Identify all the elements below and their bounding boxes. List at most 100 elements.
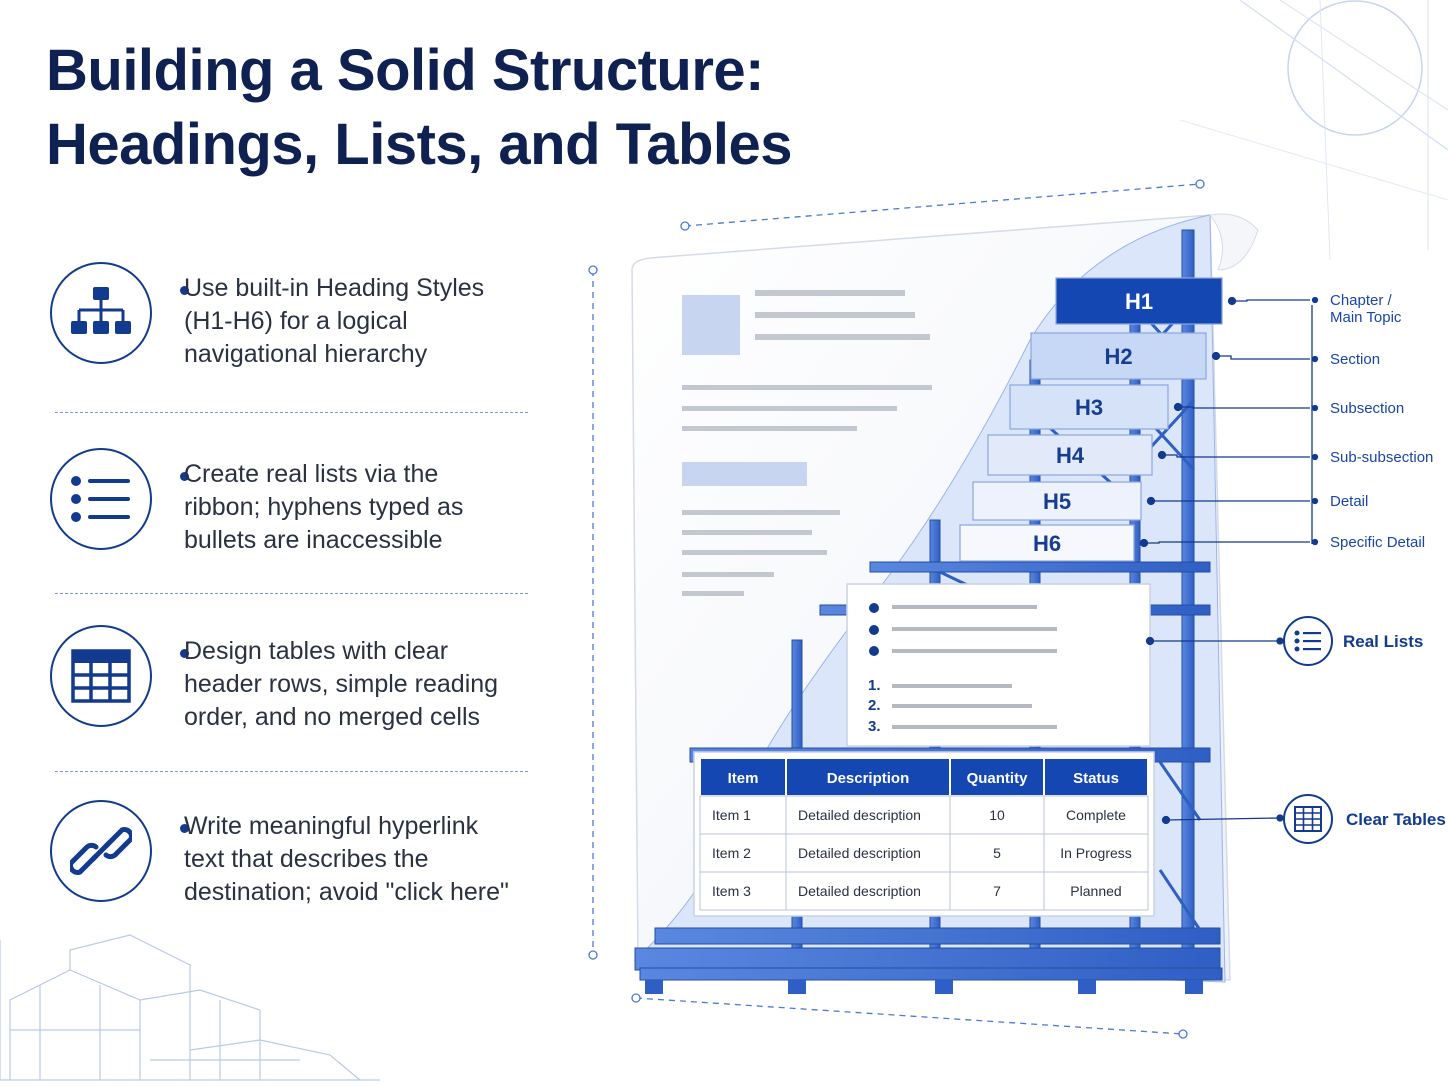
connector-dot bbox=[1311, 538, 1319, 546]
connector-dot bbox=[1311, 355, 1319, 363]
point-lists: Create real lists via the ribbon; hyphen… bbox=[50, 448, 540, 558]
heading-connector bbox=[1216, 355, 1310, 360]
divider bbox=[55, 771, 528, 772]
connector-dot bbox=[1146, 496, 1156, 506]
heading-tag: H4 bbox=[1056, 443, 1085, 468]
point-line: ribbon; hyphens typed as bbox=[184, 493, 464, 521]
bullet-dot bbox=[180, 472, 189, 481]
list-icon bbox=[1283, 616, 1333, 666]
table-cell-text: Detailed description bbox=[798, 883, 921, 899]
table-cell bbox=[699, 871, 787, 911]
table-cell-text: 10 bbox=[989, 807, 1005, 823]
heading-tag: H1 bbox=[1125, 289, 1153, 314]
page-curl bbox=[1209, 213, 1259, 271]
table-icon bbox=[1283, 794, 1333, 844]
heading-box-h2 bbox=[1030, 332, 1207, 380]
callout-connectors bbox=[1145, 636, 1284, 825]
label-line: Chapter / bbox=[1330, 292, 1392, 309]
table-header-text: Status bbox=[1073, 770, 1119, 787]
table-cell-text: Item 1 bbox=[712, 807, 751, 823]
point-text: Use built-in Heading Styles (H1-H6) for … bbox=[184, 272, 544, 371]
blueprint-building-decoration bbox=[0, 934, 380, 1081]
table-cell bbox=[1043, 871, 1149, 911]
connector-dot bbox=[1157, 450, 1167, 460]
placeholder-content bbox=[682, 290, 932, 596]
heading-label-h2: Section bbox=[1330, 351, 1381, 368]
connector-dot bbox=[1311, 453, 1319, 461]
connector-dot bbox=[1211, 351, 1221, 361]
connector-dot bbox=[1311, 296, 1319, 304]
table-cell-text: 5 bbox=[993, 845, 1001, 861]
heading-label-h4: Sub-subsection bbox=[1330, 449, 1434, 466]
table-header-text: Description bbox=[827, 770, 910, 787]
table-cell bbox=[785, 795, 951, 835]
heading-box-h1 bbox=[1055, 277, 1223, 325]
table-cell-text: Item 2 bbox=[712, 845, 751, 861]
point-text: Design tables with clear header rows, si… bbox=[184, 635, 544, 734]
table-cell bbox=[1043, 795, 1149, 835]
connector-dot bbox=[1311, 404, 1319, 412]
page-title: Building a Solid Structure: Headings, Li… bbox=[46, 34, 793, 182]
table-header-text: Quantity bbox=[967, 770, 1028, 787]
heading-connector bbox=[1178, 406, 1310, 409]
table-cell-text: In Progress bbox=[1060, 845, 1132, 861]
hierarchy-icon bbox=[50, 262, 152, 364]
title-line-1: Building a Solid Structure: bbox=[46, 38, 764, 103]
list-panel: 1. 2. 3. bbox=[846, 583, 1151, 747]
heading-tag: H6 bbox=[1033, 531, 1061, 556]
real-lists-label: Real Lists bbox=[1343, 632, 1424, 651]
clear-tables-label: Clear Tables bbox=[1346, 810, 1446, 829]
table-cell bbox=[949, 795, 1045, 835]
table-header-text: Item bbox=[728, 770, 759, 787]
list-number: 3. bbox=[868, 718, 881, 735]
point-line: Create real lists via the bbox=[184, 460, 439, 488]
table-cell bbox=[785, 871, 951, 911]
table-cell-text: Detailed description bbox=[798, 807, 921, 823]
list-icon bbox=[50, 448, 152, 550]
point-line: order, and no merged cells bbox=[184, 703, 481, 731]
point-text: Create real lists via the ribbon; hyphen… bbox=[184, 458, 544, 557]
heading-tag: H5 bbox=[1043, 489, 1071, 514]
connector-dot bbox=[1139, 538, 1149, 548]
bullet-dot bbox=[180, 824, 189, 833]
label-line: Main Topic bbox=[1330, 309, 1402, 326]
connector-dot bbox=[1311, 497, 1319, 505]
table-cell bbox=[949, 833, 1045, 873]
heading-label-h5: Detail bbox=[1330, 493, 1369, 510]
point-tables: Design tables with clear header rows, si… bbox=[50, 625, 540, 735]
point-line: navigational hierarchy bbox=[184, 340, 428, 368]
point-hyperlinks: Write meaningful hyperlink text that des… bbox=[50, 800, 540, 910]
point-text: Write meaningful hyperlink text that des… bbox=[184, 810, 544, 909]
table-icon bbox=[50, 625, 152, 727]
divider bbox=[55, 593, 528, 594]
table-cell bbox=[1043, 833, 1149, 873]
heading-box-h6 bbox=[959, 524, 1135, 562]
heading-connector bbox=[1162, 454, 1310, 458]
point-line: destination; avoid "click here" bbox=[184, 878, 509, 906]
heading-tag: H2 bbox=[1104, 344, 1132, 369]
bullet-dot bbox=[180, 286, 189, 295]
point-line: text that describes the bbox=[184, 845, 429, 873]
point-line: Design tables with clear bbox=[184, 637, 449, 665]
dimension-lines bbox=[588, 179, 1205, 1039]
connector-dot bbox=[1227, 296, 1237, 306]
heading-label-h6: Specific Detail bbox=[1330, 534, 1426, 551]
heading-box-h5 bbox=[972, 481, 1142, 521]
heading-tag: H3 bbox=[1075, 395, 1103, 420]
heading-label-h1: Chapter / Main Topic bbox=[1330, 292, 1401, 326]
title-line-2: Headings, Lists, and Tables bbox=[46, 112, 793, 177]
point-line: Use built-in Heading Styles bbox=[184, 274, 485, 302]
scaffold-feet bbox=[645, 980, 1203, 994]
heading-label-h3: Subsection bbox=[1330, 400, 1405, 417]
heading-connector bbox=[1232, 299, 1310, 302]
point-line: (H1-H6) for a logical bbox=[184, 307, 408, 335]
blueprint-decoration-top bbox=[1180, 0, 1448, 260]
heading-box-h4 bbox=[987, 434, 1153, 476]
divider bbox=[55, 412, 528, 413]
list-number: 1. bbox=[868, 677, 881, 694]
table-cell-text: 7 bbox=[993, 883, 1001, 899]
point-line: bullets are inaccessible bbox=[184, 526, 443, 554]
